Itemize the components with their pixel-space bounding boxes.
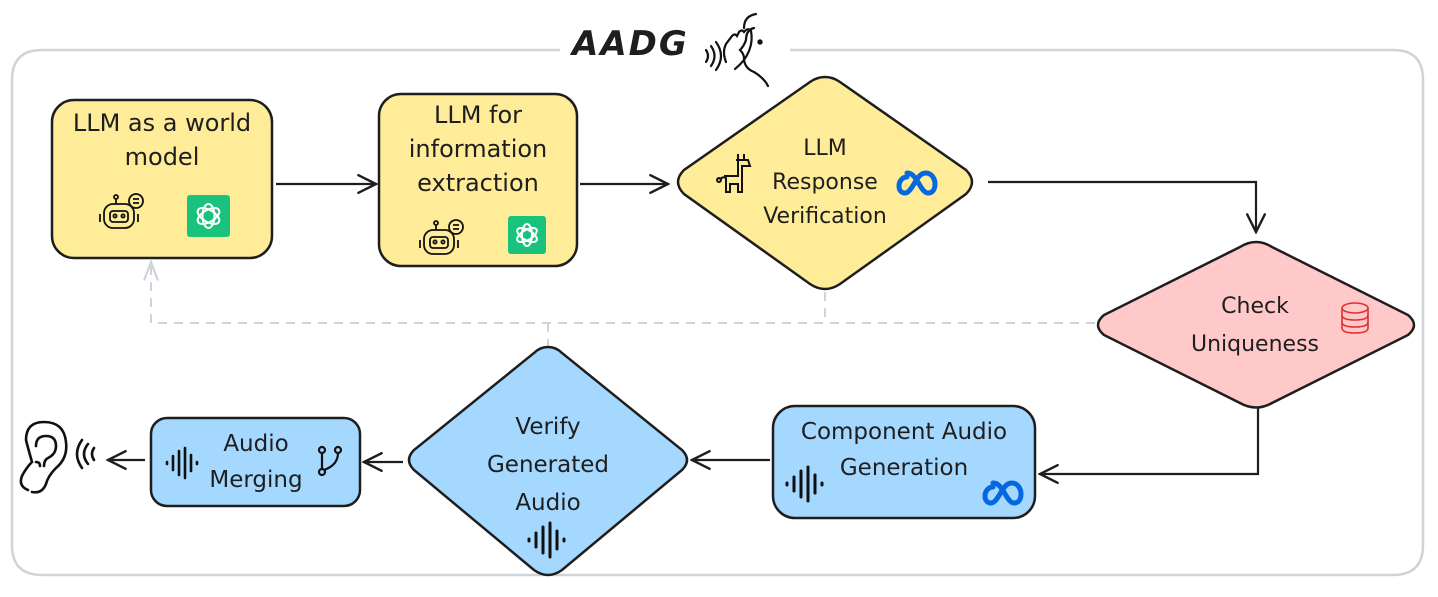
node-audio-merging-label: Audio Merging	[161, 426, 351, 498]
label-line: Generated	[486, 452, 610, 478]
node-check-uniqueness-label: Check Uniqueness	[1150, 288, 1360, 364]
robot-chat-icon	[419, 219, 464, 255]
meta-icon	[896, 170, 938, 196]
edge-uniqueness-to-component	[1040, 408, 1260, 474]
label-line: Component Audio	[800, 419, 1008, 445]
feedback-lines	[151, 262, 1095, 348]
node-world-model-label: LLM as a world model	[52, 106, 272, 174]
listening-ear-icon	[704, 12, 770, 88]
node-response-verification-label: LLM Response Verification	[720, 132, 930, 234]
openai-icon	[187, 195, 230, 237]
label-line: Audio	[223, 431, 289, 457]
node-verify-audio-diamond[interactable]	[407, 345, 689, 577]
node-info-extraction-label: LLM for information extraction	[379, 98, 577, 200]
label-line: model	[124, 143, 200, 171]
label-line: Verify	[515, 414, 581, 440]
feedback-line-main	[151, 262, 1095, 324]
llama-icon	[716, 154, 752, 193]
label-line: Generation	[839, 455, 969, 481]
label-line: Uniqueness	[1190, 332, 1319, 357]
database-icon	[1341, 302, 1369, 334]
label-line: information	[408, 135, 548, 163]
label-line: LLM	[803, 136, 847, 161]
openai-icon	[508, 216, 546, 254]
sound-wave-icon	[165, 446, 199, 480]
sound-wave-icon	[785, 465, 824, 503]
label-line: Check	[1221, 294, 1289, 319]
meta-icon	[982, 480, 1024, 506]
robot-chat-icon	[99, 193, 144, 229]
node-response-verification-diamond[interactable]	[676, 75, 974, 291]
node-component-audio-label: Component Audio Generation	[773, 414, 1035, 486]
label-line: LLM for	[433, 101, 523, 129]
ear-icon	[19, 420, 96, 494]
label-line: Audio	[515, 490, 581, 516]
git-merge-icon	[317, 445, 343, 477]
edges	[108, 182, 1258, 474]
node-component-audio-box[interactable]	[771, 404, 1037, 520]
diagram-title: AADG	[572, 24, 689, 64]
label-line: LLM as a world	[72, 109, 252, 137]
sound-wave-icon	[527, 521, 566, 559]
node-check-uniqueness-diamond[interactable]	[1096, 240, 1416, 409]
edge-verification-to-uniqueness	[988, 180, 1256, 232]
label-line: Merging	[209, 467, 303, 493]
node-verify-audio-label: Verify Generated Audio	[448, 408, 648, 522]
label-line: extraction	[417, 169, 539, 197]
group-frame	[10, 48, 1425, 577]
node-audio-merging-box[interactable]	[149, 416, 362, 508]
label-line: Verification	[763, 204, 887, 229]
label-line: Response	[772, 170, 878, 195]
